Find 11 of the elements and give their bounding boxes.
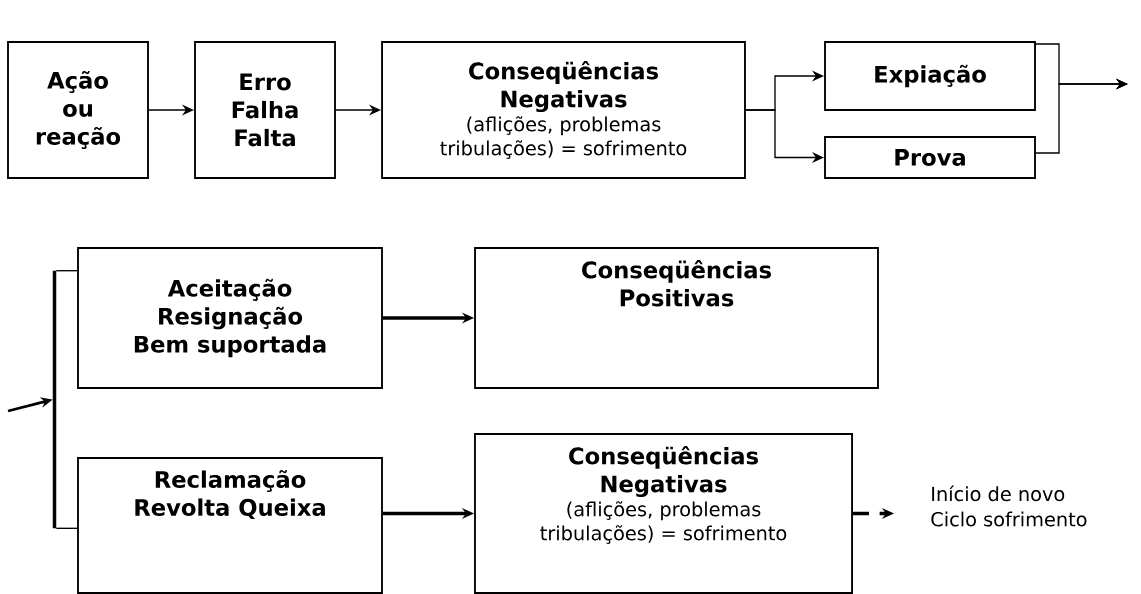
process-box: Ação ou reação <box>7 41 149 179</box>
process-box: Prova <box>824 136 1036 179</box>
process-box: Conseqüências Negativas (aflições, problemas tribulações) = sofrimento <box>474 433 853 594</box>
process-box: Expiação <box>824 41 1036 111</box>
process-box: Aceitação Resignação Bem suportada <box>77 247 383 389</box>
process-box: Conseqüências Negativas (aflições, problemas tribulações) = sofrimento <box>381 41 746 179</box>
process-box: Conseqüências Positivas <box>474 247 879 389</box>
process-box: Reclamação Revolta Queixa <box>77 457 383 594</box>
note-text: Início de novo Ciclo sofrimento <box>931 485 1087 527</box>
arrow <box>1034 78 1128 154</box>
process-box: Erro Falha Falta <box>194 41 336 179</box>
